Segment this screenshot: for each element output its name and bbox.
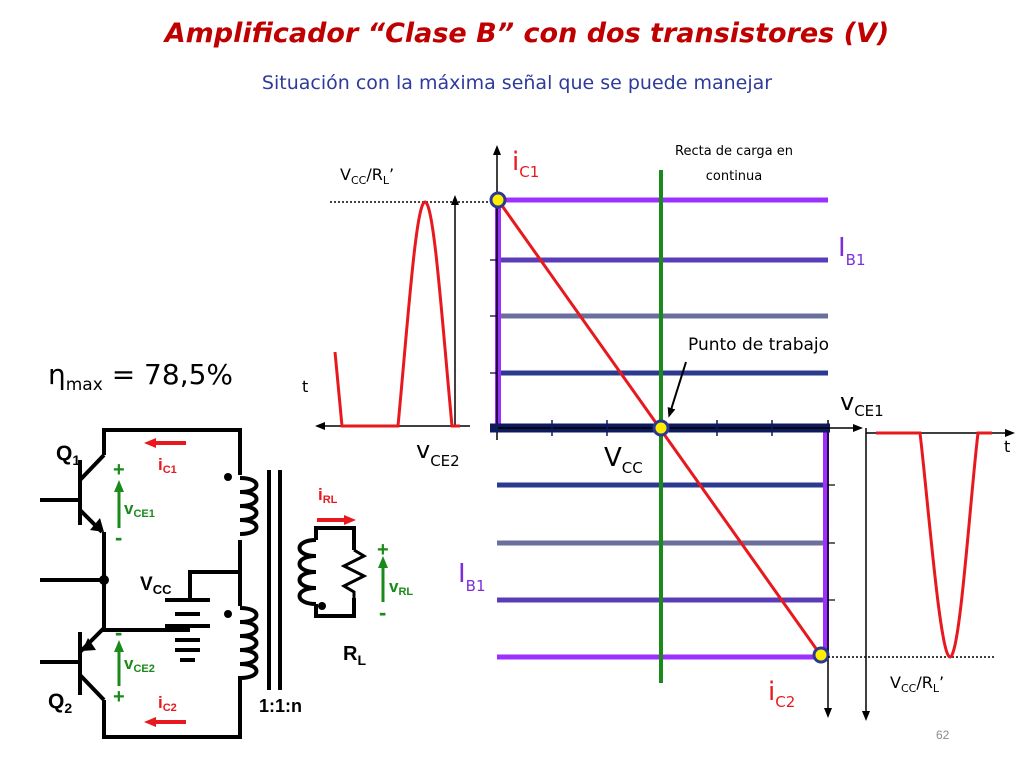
q2-collector-lead [78, 673, 106, 702]
q1-emitter-arrow [90, 518, 104, 532]
wire-q2-bottom [102, 690, 242, 739]
left-half-sine-wave [333, 200, 460, 428]
primary-coil-top [239, 476, 259, 536]
secondary-wire-top [314, 526, 356, 550]
vce2-plus: + [113, 686, 125, 708]
wire-q1-top [102, 428, 242, 475]
max-ic2-point [812, 646, 830, 664]
ib1-bottom-label: IB1 [458, 559, 486, 595]
vce1-minus: - [115, 525, 122, 550]
secondary-wire-bottom [314, 598, 356, 618]
slide-subtitle: Situación con la máxima señal que se pue… [261, 72, 773, 94]
operating-point [652, 419, 670, 437]
transformer [238, 470, 368, 690]
ic1-label: iC1 [158, 455, 177, 476]
vcc-label: VCC [140, 574, 172, 597]
eta-value: = 78,5% [103, 358, 233, 391]
right-time-label: t [1004, 437, 1010, 456]
operating-point-arrow [667, 361, 687, 418]
vce1-label: vCE1 [124, 499, 155, 520]
turns-ratio-label: 1:1:n [259, 696, 302, 716]
slide-title: Amplificador “Clase B” con dos transisto… [164, 18, 890, 49]
left-peak-label: VCC/RL’ [340, 165, 394, 187]
dc-load-line-label-1: Recta de carga en [675, 144, 793, 159]
page-number: 62 [936, 728, 950, 742]
load-resistor [340, 548, 368, 598]
operating-point-label: Punto de trabajo [688, 335, 829, 355]
wire-center-tap [188, 540, 242, 600]
ic1-axis-label: iC1 [512, 147, 539, 181]
primary-coil-bottom [238, 606, 259, 690]
vce1-axis-label: vCE1 [840, 388, 884, 420]
vce2-label: vCE2 [124, 654, 155, 675]
q1-label: Q1 [56, 442, 80, 468]
vcc-axis-label: VCC [604, 443, 643, 477]
emitter-junction-dot [99, 575, 109, 585]
dot-primary-top [224, 473, 232, 481]
vce-axis-ticks [551, 420, 773, 436]
output-characteristics: iC1 iC2 IB1 IB1 vCE1 vCE2 VCC Recta de c… [416, 144, 995, 718]
ic1-axis-ticks [490, 259, 497, 374]
secondary-coil [297, 538, 317, 606]
vrl-plus: + [377, 539, 389, 561]
right-half-sine-wave [876, 431, 992, 659]
vrl-minus: - [379, 600, 386, 625]
q2-emitter-arrow [82, 638, 96, 651]
dc-load-line-label-2: continua [706, 169, 763, 184]
svg-text:ηmax = 78,5%: ηmax = 78,5% [48, 358, 233, 395]
vce2-minus: - [115, 620, 122, 645]
ib1-top-label: IB1 [838, 233, 866, 269]
rl-label: RL [343, 643, 366, 668]
vrl-label: vRL [389, 577, 413, 598]
right-waveform-plot: VCC/RL’ t [862, 428, 1015, 721]
eta-symbol: η [48, 358, 66, 391]
vce1-plus: + [113, 459, 125, 481]
q1-collector-lead [78, 453, 106, 482]
q2-label: Q2 [48, 690, 72, 716]
vce2-axis-label: vCE2 [416, 436, 460, 470]
left-waveform-plot: VCC/RL’ t [302, 165, 496, 430]
ic2-axis-ticks [828, 484, 835, 601]
max-ic1-point [489, 191, 507, 209]
dot-secondary [318, 602, 326, 610]
irl-label: iRL [318, 485, 338, 506]
right-peak-label: VCC/RL’ [890, 673, 944, 695]
efficiency-label: ηmax = 78,5% [48, 358, 233, 395]
left-time-label: t [302, 377, 308, 396]
dot-primary-bottom [224, 610, 232, 618]
ic2-axis-label: iC2 [768, 677, 795, 711]
eta-subscript: max [66, 375, 103, 395]
ic2-label: iC2 [158, 693, 177, 714]
